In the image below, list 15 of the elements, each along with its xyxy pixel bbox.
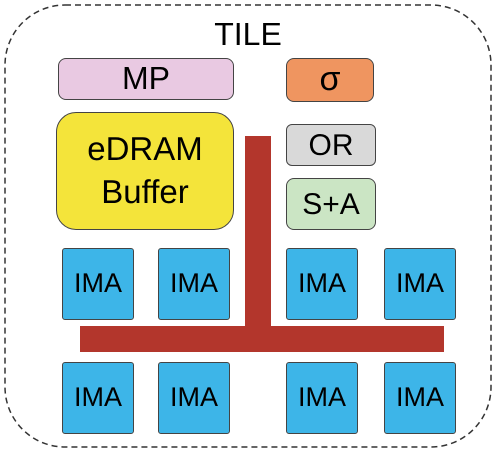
- output-register-block: OR: [286, 124, 376, 166]
- crossbar-array-block: IMA: [286, 362, 358, 434]
- crossbar-array-block: IMA: [62, 248, 134, 320]
- shift-add-block: S+A: [286, 178, 376, 230]
- crossbar-array-block: IMA: [158, 248, 230, 320]
- crossbar-array-block: IMA: [62, 362, 134, 434]
- crossbar-array-block: IMA: [286, 248, 358, 320]
- tile-title: TILE: [214, 16, 282, 52]
- buffer-block: eDRAM Buffer: [56, 112, 234, 230]
- activation-unit-block: σ: [286, 58, 374, 102]
- crossbar-array-block: IMA: [384, 248, 456, 320]
- crossbar-array-block: IMA: [384, 362, 456, 434]
- mp-unit-block: MP: [58, 58, 234, 100]
- crossbar-array-block: IMA: [158, 362, 230, 434]
- tile-region: [4, 4, 492, 448]
